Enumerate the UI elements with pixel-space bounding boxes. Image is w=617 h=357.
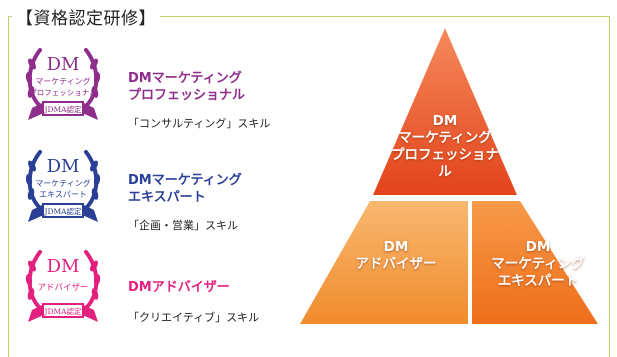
laurel-badge-icon: DM マーケティング プロフェッショナル JDMA認定 bbox=[25, 48, 101, 120]
pyramid-graphic bbox=[300, 28, 598, 324]
badge-line: マーケティング bbox=[35, 178, 90, 188]
pyramid-left-tier bbox=[300, 201, 468, 324]
badge-ribbon-text: JDMA認定 bbox=[43, 104, 82, 114]
badge-name-line: DMマーケティング bbox=[128, 71, 242, 86]
badge-name: DMマーケティング エキスパート bbox=[128, 172, 242, 206]
pyramid-label-line: アドバイザー bbox=[355, 256, 437, 272]
badge-dm-adviser: DM アドバイザー JDMA認定 bbox=[22, 240, 104, 328]
laurel-badge-icon: DM マーケティング エキスパート JDMA認定 bbox=[25, 150, 101, 222]
badge-line: エキスパート bbox=[39, 190, 87, 199]
badge-line: マーケティング bbox=[35, 76, 90, 86]
badge-dm-marketing-expert: DM マーケティング エキスパート JDMA認定 bbox=[22, 140, 104, 228]
badge-dm-marketing-professional: DM マーケティング プロフェッショナル JDMA認定 bbox=[22, 38, 104, 126]
pyramid-label-line: エキスパート bbox=[497, 273, 579, 289]
section-frame bbox=[8, 16, 610, 357]
pyramid-right-label: DM マーケティング エキスパート bbox=[478, 239, 598, 290]
badge-name-line: エキスパート bbox=[128, 190, 206, 205]
pyramid-top-label: DM マーケティング プロフェッショナル bbox=[385, 113, 505, 181]
badge-info-professional: DMマーケティング プロフェッショナル 「コンサルティング」スキル bbox=[128, 70, 270, 131]
badge-name-line: DMマーケティング bbox=[128, 173, 242, 188]
badge-skill: 「クリエイティブ」スキル bbox=[128, 311, 260, 324]
pyramid-left-label: DM アドバイザー bbox=[336, 239, 456, 273]
pyramid-label-line: DM bbox=[525, 239, 551, 255]
pyramid-label-line: マーケティング bbox=[491, 256, 585, 272]
badge-skill: 「企画・営業」スキル bbox=[128, 219, 238, 232]
badge-title: DM bbox=[47, 156, 80, 177]
pyramid-label-line: DM bbox=[432, 113, 458, 129]
badge-ribbon-text: JDMA認定 bbox=[43, 306, 82, 316]
pyramid-label-line: プロフェッショナル bbox=[391, 147, 499, 180]
pyramid-right-tier bbox=[472, 201, 598, 324]
badge-title: DM bbox=[47, 256, 80, 277]
badge-info-adviser: DMアドバイザー 「クリエイティブ」スキル bbox=[128, 279, 259, 325]
badge-name: DMアドバイザー bbox=[128, 279, 259, 296]
badge-name-line: DMアドバイザー bbox=[128, 280, 230, 295]
pyramid-label-line: マーケティング bbox=[398, 130, 492, 146]
badge-ribbon-text: JDMA認定 bbox=[43, 206, 82, 216]
laurel-badge-icon: DM アドバイザー JDMA認定 bbox=[25, 250, 101, 322]
badge-name: DMマーケティング プロフェッショナル bbox=[128, 70, 270, 104]
pyramid-label-line: DM bbox=[383, 239, 409, 255]
badge-name-line: プロフェッショナル bbox=[128, 88, 246, 103]
badge-line: アドバイザー bbox=[37, 283, 88, 293]
qualification-pyramid: DM マーケティング プロフェッショナル DM アドバイザー DM マーケティン… bbox=[286, 26, 604, 328]
badge-title: DM bbox=[47, 54, 80, 75]
section-title: 【資格認定研修】 bbox=[12, 4, 160, 29]
badge-skill: 「コンサルティング」スキル bbox=[128, 117, 271, 130]
pyramid-top-tier bbox=[373, 28, 517, 195]
badge-line: プロフェッショナル bbox=[29, 88, 97, 97]
badge-info-expert: DMマーケティング エキスパート 「企画・営業」スキル bbox=[128, 172, 242, 233]
